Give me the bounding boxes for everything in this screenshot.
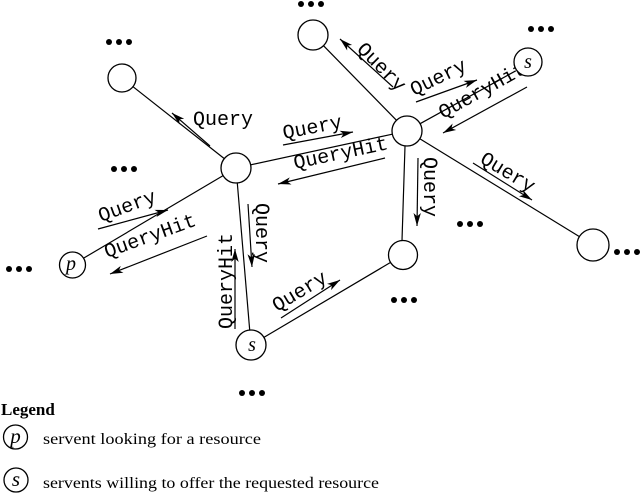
network-edges bbox=[82, 45, 580, 338]
query-label-to-farright: Query bbox=[475, 148, 538, 199]
query-arrow-sbottom-to-center bbox=[280, 279, 341, 319]
ellipsis-icon bbox=[111, 166, 137, 172]
ellipsis-icon bbox=[298, 1, 324, 7]
legend-text-s: servents willing to offer the requested … bbox=[43, 475, 379, 492]
hub-right bbox=[391, 115, 423, 147]
ellipsis-icon bbox=[106, 39, 132, 45]
query-arrow-from-p bbox=[97, 209, 169, 230]
servent-s-right bbox=[513, 47, 543, 77]
queryhit-arrow-hub-to-hub bbox=[277, 157, 386, 185]
node-top-center bbox=[297, 19, 329, 51]
edge-serventsbottom-center bbox=[263, 261, 391, 338]
legend-title: Legend bbox=[1, 400, 55, 419]
queryhit-label-from-sbottom: QueryHit bbox=[216, 233, 239, 329]
edge-hubright-center bbox=[401, 145, 406, 241]
legend-symbol-p: p bbox=[8, 424, 21, 448]
legend-text-p: servent looking for a resource bbox=[43, 431, 261, 448]
servent-s-bottom-label: s bbox=[248, 334, 256, 356]
servent-s-bottom bbox=[235, 329, 267, 361]
servent-p-label: p bbox=[64, 253, 76, 275]
ellipsis-icon bbox=[6, 266, 32, 272]
node-top-left bbox=[107, 63, 137, 93]
ellipsis-icon bbox=[528, 26, 554, 32]
node-far-right bbox=[576, 228, 610, 262]
servent-p bbox=[58, 251, 87, 279]
edge-hubright-serventsright bbox=[419, 70, 517, 125]
query-arrow-to-sright bbox=[415, 79, 478, 103]
query-label-sbottom-to-center: Query bbox=[269, 267, 332, 318]
hub-left bbox=[220, 152, 252, 184]
query-label-from-p: Query bbox=[96, 186, 160, 228]
query-label-to-center: Query bbox=[417, 157, 440, 217]
queryhit-arrow-from-sright bbox=[442, 86, 528, 134]
query-label-topleft: Query bbox=[193, 109, 253, 132]
edge-hubleft-serventsbottom bbox=[236, 182, 251, 331]
ellipsis-icon bbox=[614, 249, 640, 255]
query-label-hub-to-hub: Query bbox=[281, 112, 344, 146]
query-label-to-sbottom: Query bbox=[249, 203, 272, 263]
query-arrow-to-topleft bbox=[171, 112, 211, 147]
query-arrow-to-farright bbox=[472, 162, 533, 201]
edge-hubleft-serventp bbox=[82, 175, 224, 259]
continuation-ellipses bbox=[6, 1, 640, 396]
legend-item-p: p servent looking for a resource bbox=[2, 424, 261, 450]
edge-hubleft-hubright bbox=[250, 133, 393, 166]
query-label-to-topcenter: Query bbox=[351, 39, 410, 98]
edge-hubright-farright bbox=[419, 138, 580, 238]
legend-symbol-p-circle bbox=[2, 424, 29, 450]
legend: Legend p servent looking for a resource … bbox=[1, 400, 379, 493]
legend-item-s: s servents willing to offer the requeste… bbox=[3, 467, 379, 493]
node-center bbox=[387, 239, 419, 271]
query-arrow-to-center bbox=[413, 157, 421, 227]
query-arrow-to-topcenter bbox=[339, 38, 394, 88]
network-nodes: s s p bbox=[58, 19, 610, 361]
edge-topcenter-hubright bbox=[323, 45, 397, 121]
ellipsis-icon bbox=[239, 390, 265, 396]
legend-symbol-s-circle bbox=[3, 467, 29, 493]
queryhit-arrow-to-p bbox=[109, 235, 208, 275]
query-arrow-hub-to-hub bbox=[282, 130, 354, 146]
message-flows: Query Query QueryHit Query QueryHit Quer… bbox=[96, 38, 539, 329]
legend-symbol-s: s bbox=[12, 467, 20, 491]
servent-s-right-label: s bbox=[524, 51, 532, 73]
ellipsis-icon bbox=[391, 297, 417, 303]
ellipsis-icon bbox=[457, 221, 483, 227]
query-arrow-to-sbottom bbox=[247, 203, 255, 268]
